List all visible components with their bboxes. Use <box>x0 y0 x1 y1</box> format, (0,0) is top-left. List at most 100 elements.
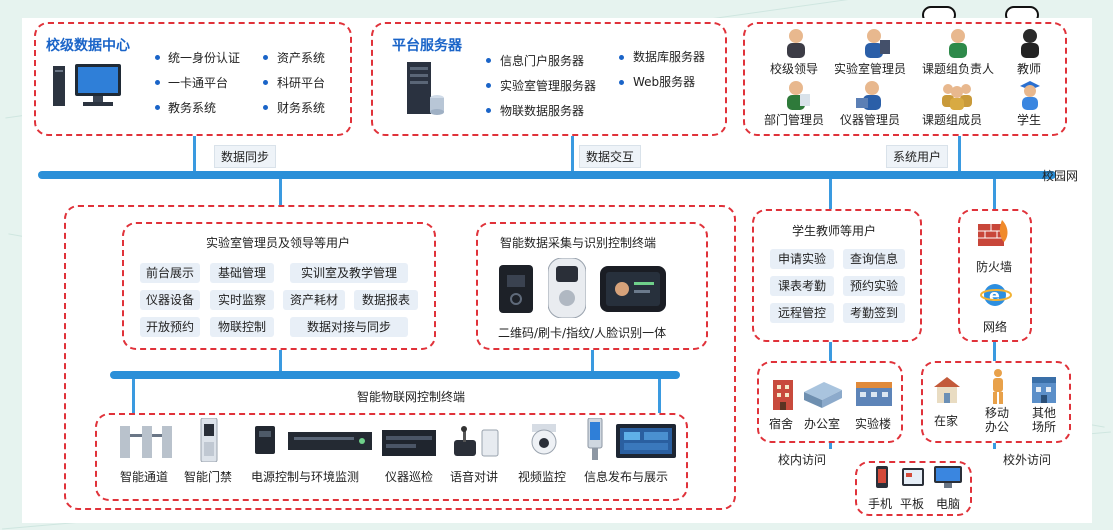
function-chip[interactable]: 基础管理 <box>210 263 274 283</box>
card-reader-icon <box>499 265 533 313</box>
firewall-icon <box>978 218 1012 248</box>
iot-device-label: 语音对讲 <box>450 470 499 484</box>
group-members-icon <box>940 80 974 110</box>
other-place-icon <box>1030 373 1058 403</box>
user-label: 仪器管理员 <box>840 113 901 127</box>
info-kiosk-icon <box>586 417 604 462</box>
environment-monitor-icon <box>288 432 372 450</box>
display-screen-icon <box>616 424 676 458</box>
function-chip[interactable]: 实时监察 <box>210 290 274 310</box>
end-device-label: 手机 <box>868 497 893 511</box>
user-label: 教师 <box>1017 62 1042 76</box>
user-label: 实验室管理员 <box>834 62 907 76</box>
dormitory-icon <box>770 376 796 410</box>
student-function-chip[interactable]: 远程管控 <box>770 303 834 323</box>
computer-icon <box>934 466 962 488</box>
function-chip[interactable]: 前台展示 <box>140 263 200 283</box>
function-chip[interactable]: 实训室及教学管理 <box>290 263 408 283</box>
iot-device-label: 信息发布与展示 <box>584 470 669 484</box>
user-label: 校级领导 <box>770 62 819 76</box>
function-chip[interactable]: 资产耗材 <box>283 290 345 310</box>
end-device-label: 电脑 <box>936 497 961 511</box>
iot-device-label: 智能通道 <box>120 470 169 484</box>
smart-door-lock-icon <box>199 417 219 463</box>
end-device-label: 平板 <box>900 497 925 511</box>
turnstile-gate-icon <box>118 420 174 460</box>
platform-server-item: 实验室管理服务器 <box>500 79 597 93</box>
iot-device-label: 仪器巡检 <box>385 470 434 484</box>
student-function-chip[interactable]: 考勤签到 <box>843 303 905 323</box>
video-camera-icon <box>528 424 560 458</box>
data-center-item: 资产系统 <box>277 51 326 65</box>
outside-access-label: 校外访问 <box>1003 453 1052 467</box>
data-center-item: 教务系统 <box>168 101 217 115</box>
outside-place-label: 移动办公 <box>984 406 1009 434</box>
iot-device-label: 电源控制与环境监测 <box>251 470 360 484</box>
platform-server-item: 物联数据服务器 <box>500 104 585 118</box>
function-chip[interactable]: 开放预约 <box>140 317 200 337</box>
instrument-admin-icon <box>856 80 888 110</box>
school-leader-icon <box>784 28 808 58</box>
power-controller-icon <box>255 426 275 454</box>
outside-place-label: 其他场所 <box>1031 406 1056 434</box>
user-label: 课题组负责人 <box>922 62 995 76</box>
student-function-chip[interactable]: 查询信息 <box>843 249 905 269</box>
data-center-item: 财务系统 <box>277 101 326 115</box>
campus-place-label: 宿舍 <box>769 417 794 431</box>
function-chip[interactable]: 仪器设备 <box>140 290 200 310</box>
student-function-chip[interactable]: 申请实验 <box>770 249 834 269</box>
campus-network-label: 校园网 <box>1042 169 1079 183</box>
tablet-icon <box>902 468 924 486</box>
lab-admin-title: 实验室管理员及领导等用户 <box>206 236 351 250</box>
face-recognition-terminal-icon <box>600 266 666 312</box>
sync-label: 数据同步 <box>214 145 277 168</box>
home-icon <box>932 375 962 403</box>
fingerprint-terminal-icon <box>547 257 587 319</box>
lab-admin-user-icon <box>862 28 890 58</box>
campus-place-label: 实验楼 <box>855 417 892 431</box>
iot-title: 智能物联网控制终端 <box>357 390 466 404</box>
platform-server-item: 数据库服务器 <box>633 50 706 64</box>
group-leader-icon <box>946 28 970 58</box>
mobile-worker-icon <box>990 368 1006 404</box>
student-icon <box>1018 80 1042 110</box>
user-label: 学生 <box>1017 113 1042 127</box>
function-chip[interactable]: 数据报表 <box>354 290 418 310</box>
department-admin-icon <box>784 80 812 110</box>
student-function-chip[interactable]: 预约实验 <box>843 276 905 296</box>
network-box <box>958 209 1032 342</box>
platform-server-item: Web服务器 <box>633 75 696 89</box>
iot-device-label: 视频监控 <box>518 470 567 484</box>
desktop-computer-icon <box>53 62 123 110</box>
campus-place-label: 办公室 <box>804 417 841 431</box>
intercom-icon <box>452 426 500 458</box>
smart-terminal-caption: 二维码/刷卡/指纹/人脸识别一体 <box>498 326 667 340</box>
iot-bar <box>110 371 680 379</box>
data-center-box <box>34 22 352 136</box>
user-label: 课题组成员 <box>922 113 983 127</box>
smart-terminal-title: 智能数据采集与识别控制终端 <box>500 236 657 250</box>
system-users-label: 系统用户 <box>886 145 949 168</box>
user-label: 部门管理员 <box>764 113 825 127</box>
svg-text:e: e <box>989 286 1000 305</box>
student-function-chip[interactable]: 课表考勤 <box>770 276 834 296</box>
campus-network-bar <box>38 171 1056 179</box>
data-center-title: 校级数据中心 <box>46 38 130 54</box>
firewall-label: 防火墙 <box>976 260 1013 274</box>
office-building-icon <box>802 378 844 408</box>
platform-server-title: 平台服务器 <box>392 38 462 54</box>
function-chip[interactable]: 物联控制 <box>210 317 274 337</box>
teacher-icon <box>1018 28 1042 58</box>
student-teacher-title: 学生教师等用户 <box>792 224 877 238</box>
instrument-inspection-icon <box>382 430 436 456</box>
lab-building-icon <box>856 380 892 406</box>
exchange-label: 数据交互 <box>579 145 642 168</box>
outside-place-label: 在家 <box>934 414 959 428</box>
iot-device-label: 智能门禁 <box>184 470 233 484</box>
function-chip[interactable]: 数据对接与同步 <box>290 317 408 337</box>
data-center-item: 科研平台 <box>277 76 326 90</box>
server-rack-icon <box>405 62 445 116</box>
internet-explorer-icon: e <box>980 281 1012 309</box>
network-label: 网络 <box>983 320 1008 334</box>
data-center-item: 一卡通平台 <box>168 76 229 90</box>
